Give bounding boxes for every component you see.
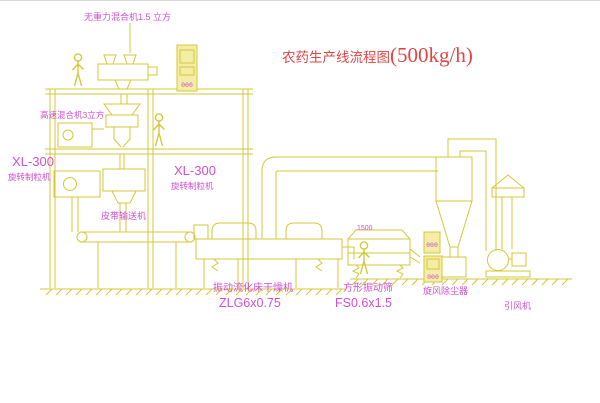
- label-sieve-model: FS0.6x1.5: [335, 296, 392, 310]
- control-panel-1: 000: [176, 44, 198, 92]
- control-panel-3: 000: [423, 255, 443, 283]
- high-speed-mixer: [57, 122, 104, 148]
- building-frame: [40, 88, 572, 296]
- label-left-granulator-model: XL-300: [12, 154, 54, 169]
- diagram-title-capacity: (500kg/h): [390, 43, 473, 67]
- worker-top-floor: [71, 53, 85, 87]
- worker-second-floor: [152, 113, 166, 147]
- exhaust-stack: [491, 174, 525, 249]
- mixer-feed-hopper: [103, 103, 141, 169]
- label-high-speed-mixer: 高速混合机3立方: [40, 110, 105, 120]
- label-belt-conveyor: 皮带输送机: [101, 211, 147, 221]
- label-sieve-dimension: 1500: [357, 225, 373, 232]
- fluid-bed-dryer: [193, 222, 355, 288]
- exhaust-duct: [261, 156, 438, 239]
- rotary-granulator-left: [53, 170, 101, 232]
- gravity-free-mixer: [97, 23, 158, 104]
- diagram-title: 农药生产线流程图(500kg/h): [282, 45, 473, 66]
- panel2-display: 000: [426, 241, 438, 249]
- belt-conveyor: [76, 231, 196, 288]
- label-dryer-name: 振动流化床干燥机: [213, 283, 293, 294]
- worker-near-sieve: [357, 241, 371, 275]
- label-fan: 引风机: [504, 301, 532, 311]
- cyclone-separator: [435, 138, 497, 278]
- label-dryer-model: ZLG6x0.75: [219, 296, 281, 310]
- induced-draft-fan: [485, 249, 531, 278]
- diagram-title-text: 农药生产线流程图: [282, 50, 390, 65]
- rotary-granulator-mid: [102, 168, 146, 232]
- label-sieve-name: 方形振动筛: [343, 283, 393, 294]
- control-panel-2: 000: [423, 231, 441, 254]
- panel1-display: 000: [181, 81, 193, 89]
- label-gravity-mixer: 无重力混合机1.5 立方: [84, 12, 172, 22]
- ground-hatch-left: [45, 288, 343, 296]
- label-mid-granulator-name: 旋转制粒机: [171, 181, 214, 191]
- panel3-display: 000: [427, 273, 439, 281]
- label-cyclone: 旋风除尘器: [423, 286, 469, 296]
- square-vibrating-sieve: [347, 229, 421, 279]
- label-mid-granulator-model: XL-300: [174, 163, 216, 178]
- label-left-granulator-name: 旋转制粒机: [8, 172, 51, 182]
